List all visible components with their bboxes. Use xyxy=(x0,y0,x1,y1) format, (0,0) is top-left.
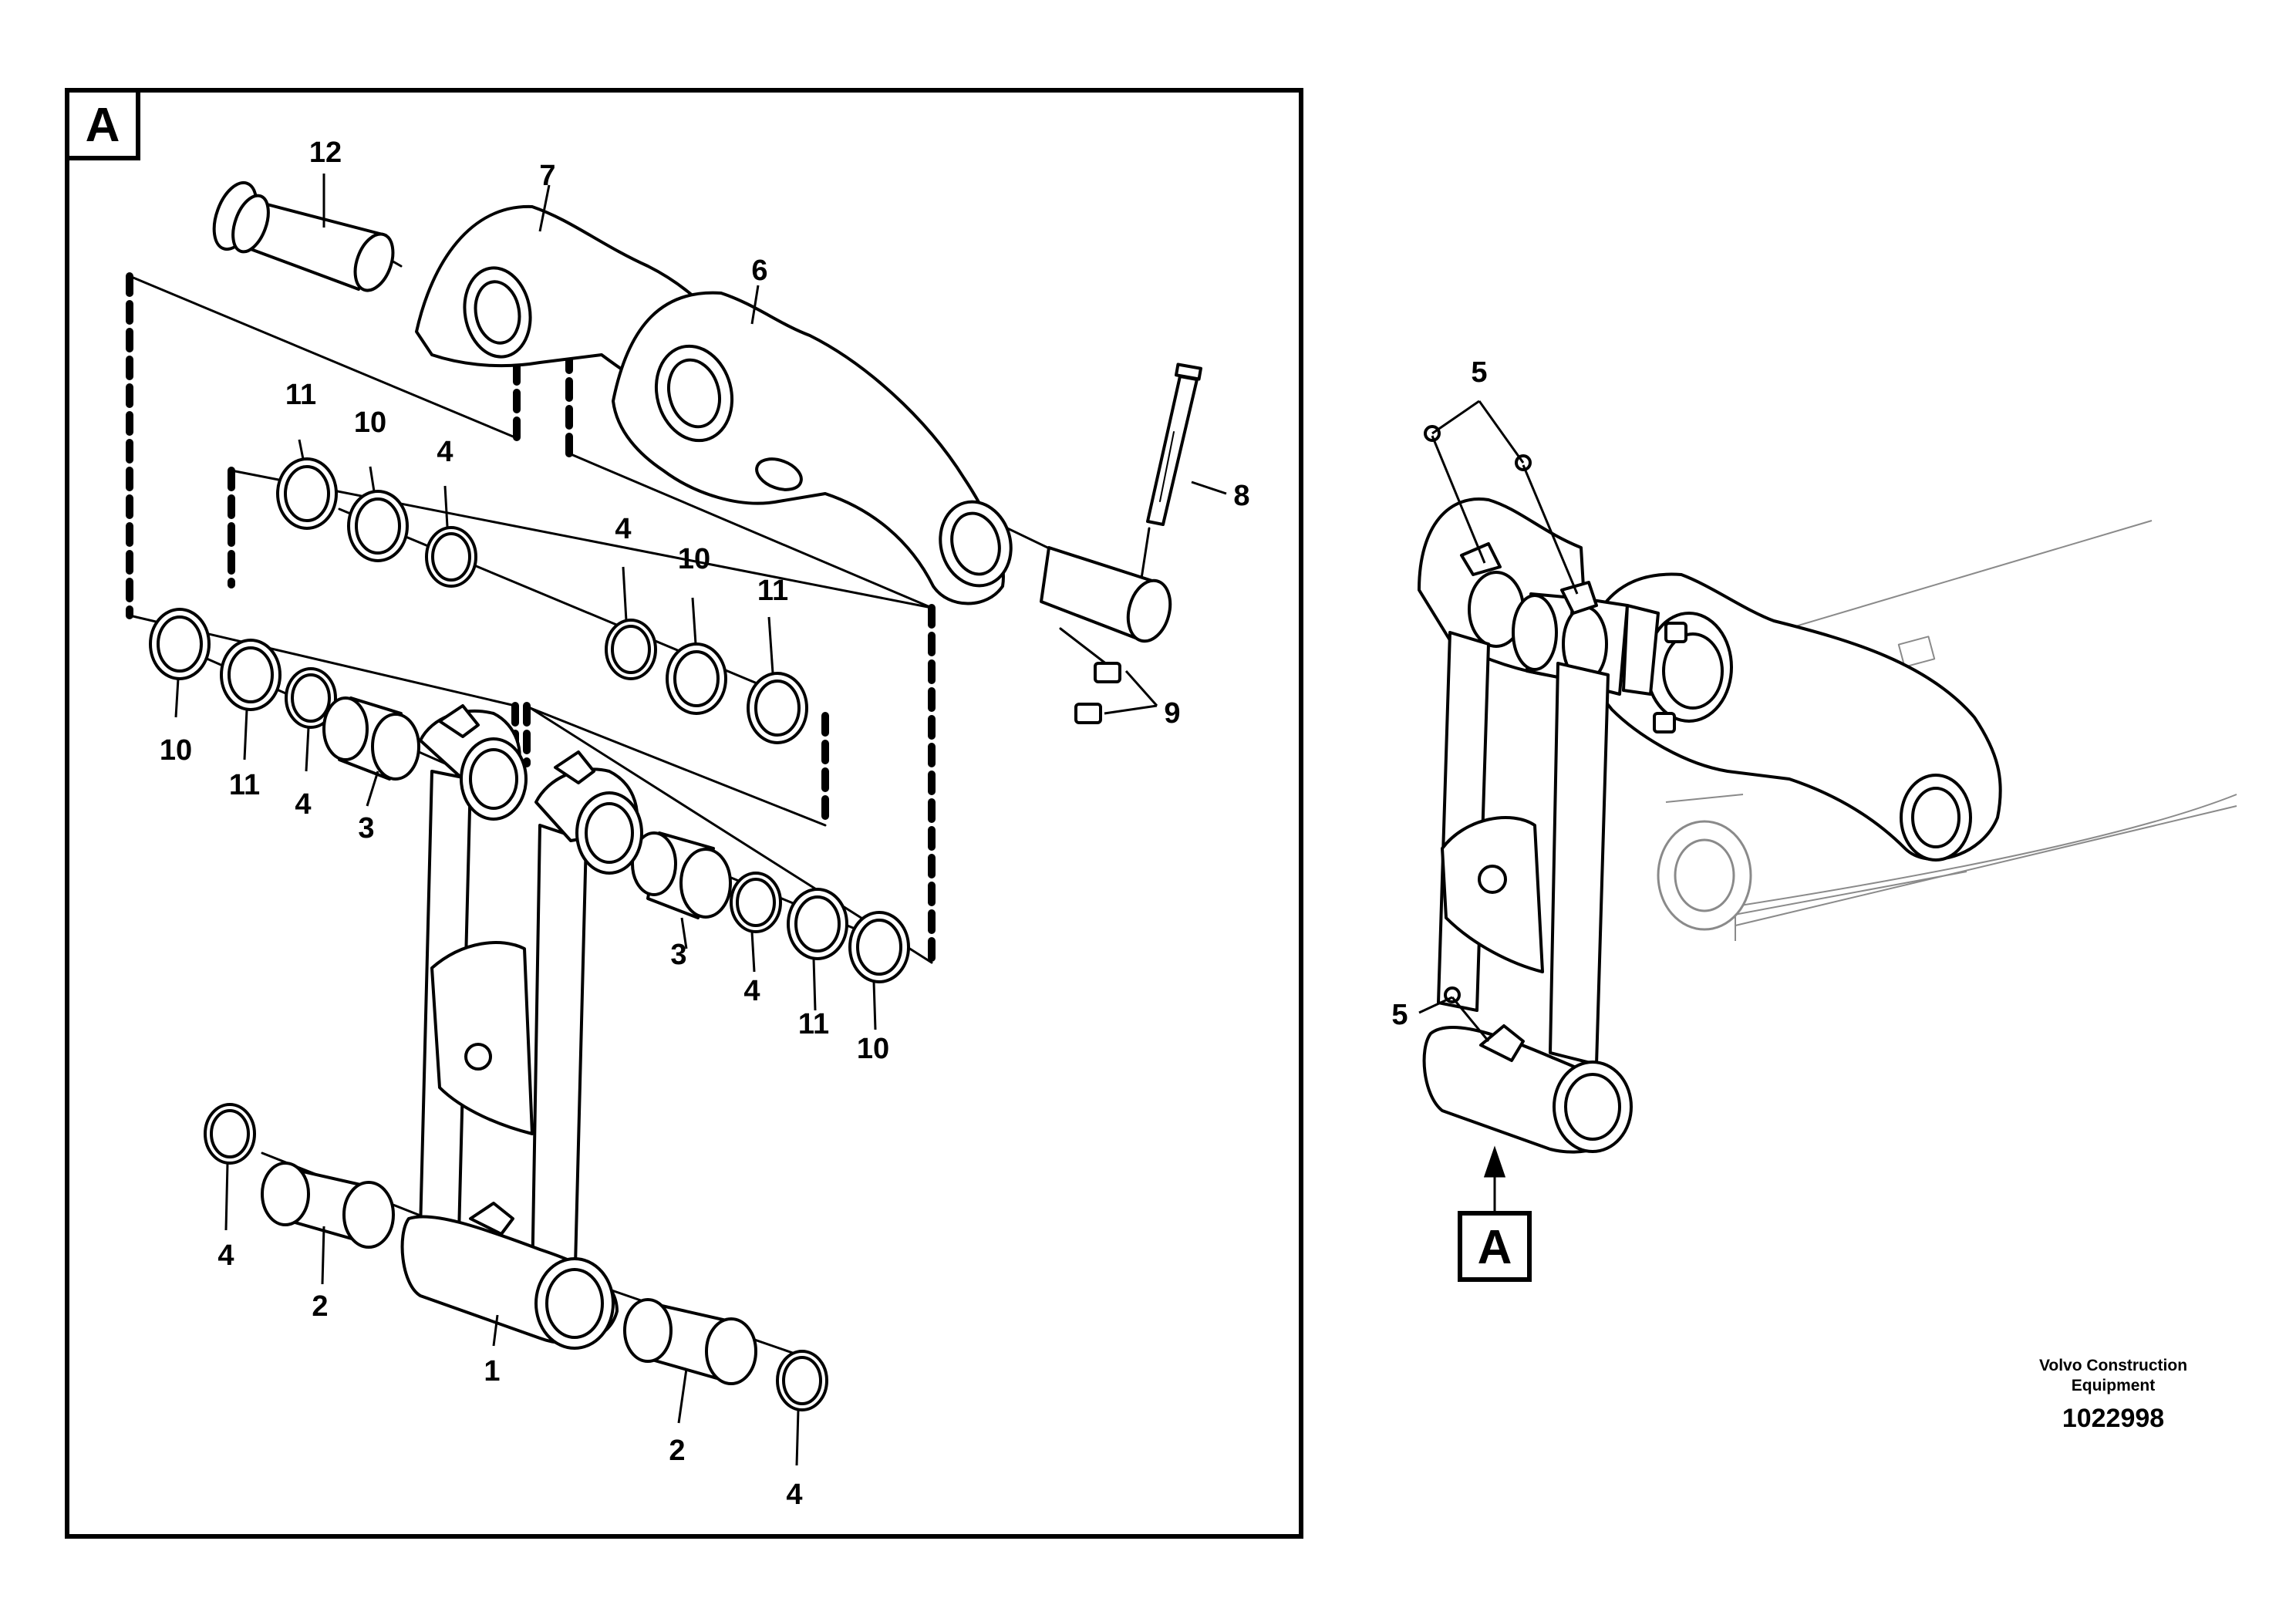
view-marker-box xyxy=(1458,1211,1532,1282)
callout-6: 6 xyxy=(751,255,767,287)
assembled-leaders xyxy=(1418,400,1579,1212)
callout-1: 1 xyxy=(484,1355,500,1388)
callout-leaders xyxy=(174,174,1227,1466)
callout-10-right: 10 xyxy=(857,1033,889,1065)
detail-marker-box xyxy=(65,88,140,160)
nut-part-9 xyxy=(1074,662,1121,724)
assembled-view xyxy=(1418,425,2237,1154)
callout-8: 8 xyxy=(1233,480,1249,512)
callout-10-upper-left: 10 xyxy=(354,406,386,439)
callout-10-upper-right: 10 xyxy=(678,543,710,575)
callout-7: 7 xyxy=(539,160,555,192)
callout-3-right: 3 xyxy=(670,939,686,971)
detail-marker-label: A xyxy=(86,99,120,152)
assembly-boundary-dashes xyxy=(126,272,936,966)
view-marker-label: A xyxy=(1478,1221,1512,1274)
callout-4-lower-left: 4 xyxy=(217,1239,234,1272)
callout-11-upper-right: 11 xyxy=(757,575,788,607)
document-number: 1022998 xyxy=(2062,1404,2165,1433)
brand-line-1: Volvo Construction xyxy=(2038,1357,2188,1374)
bolt-part-8 xyxy=(1146,363,1202,526)
callout-4-upper-left: 4 xyxy=(437,436,453,468)
bellcrank-part-6 xyxy=(612,291,1013,605)
callout-4-upper-right: 4 xyxy=(615,513,631,545)
callout-11-upper-left: 11 xyxy=(285,379,316,411)
callout-4-left: 4 xyxy=(295,788,311,821)
washer-part-4-lower-right xyxy=(776,1350,828,1411)
callout-2-right: 2 xyxy=(669,1435,685,1467)
callout-4-right: 4 xyxy=(743,975,760,1007)
washer-part-4-lower-left xyxy=(204,1103,256,1165)
callout-12: 12 xyxy=(309,137,342,169)
callout-3-left: 3 xyxy=(358,812,374,845)
washer-row-left xyxy=(149,608,420,781)
brand-line-2: Equipment xyxy=(2071,1377,2156,1394)
callout-4-lower-right: 4 xyxy=(786,1479,802,1511)
callout-10-left: 10 xyxy=(160,734,192,767)
link-frame-part-1 xyxy=(400,704,643,1350)
detail-frame xyxy=(65,88,1303,1539)
callout-5-lower: 5 xyxy=(1391,999,1408,1031)
callout-2-left: 2 xyxy=(312,1290,328,1323)
pivot-pin xyxy=(1040,546,1172,643)
pin-part-12 xyxy=(212,180,395,292)
bushing-part-2-left xyxy=(261,1162,395,1249)
callout-9: 9 xyxy=(1164,697,1180,730)
publisher-block: Volvo Construction Equipment 1022998 xyxy=(1974,1356,2252,1434)
callout-11-left: 11 xyxy=(229,769,260,801)
bushing-part-2-right xyxy=(623,1298,757,1385)
callout-5-upper: 5 xyxy=(1471,356,1487,389)
washer-row-right xyxy=(631,831,910,983)
callout-11-right: 11 xyxy=(798,1008,829,1040)
callout-labels: 12 7 6 11 10 4 4 10 11 8 9 10 11 4 3 3 4… xyxy=(160,137,1250,1511)
washer-row-upper xyxy=(276,457,808,744)
